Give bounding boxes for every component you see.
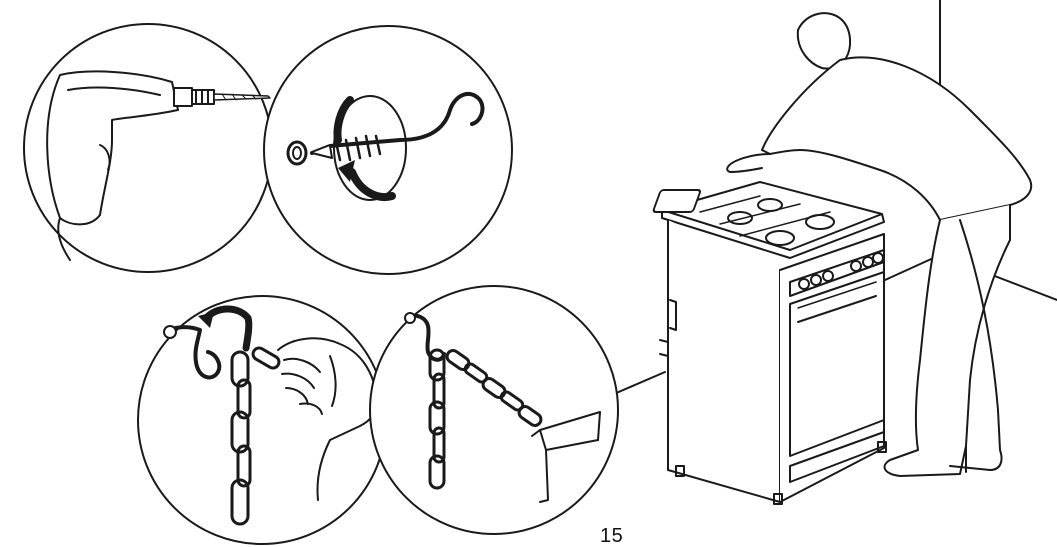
appliance-bracket-icon — [531, 411, 601, 503]
hook-detail-circle — [263, 25, 513, 275]
curved-arrow-icon — [198, 305, 253, 352]
hook-icon-2 — [404, 312, 446, 362]
chain-diagonal-icon — [445, 349, 543, 427]
drill-icon — [46, 70, 271, 261]
chain-attached-circle — [369, 285, 619, 535]
chain-icon — [230, 346, 281, 526]
chain-hanging-icon — [428, 348, 446, 490]
hook-icon — [163, 325, 222, 380]
person-illustration — [726, 12, 1033, 477]
screw-hook-icon — [310, 91, 485, 162]
page-number: 15 — [600, 525, 624, 547]
rotate-arrow-icon — [333, 95, 407, 201]
wall-plug-icon — [286, 140, 308, 166]
cooker-illustration — [652, 181, 887, 505]
control-knobs — [798, 252, 884, 290]
drill-detail-circle — [23, 23, 273, 273]
chain-hooking-circle — [137, 295, 387, 545]
hand-icon — [277, 337, 378, 501]
